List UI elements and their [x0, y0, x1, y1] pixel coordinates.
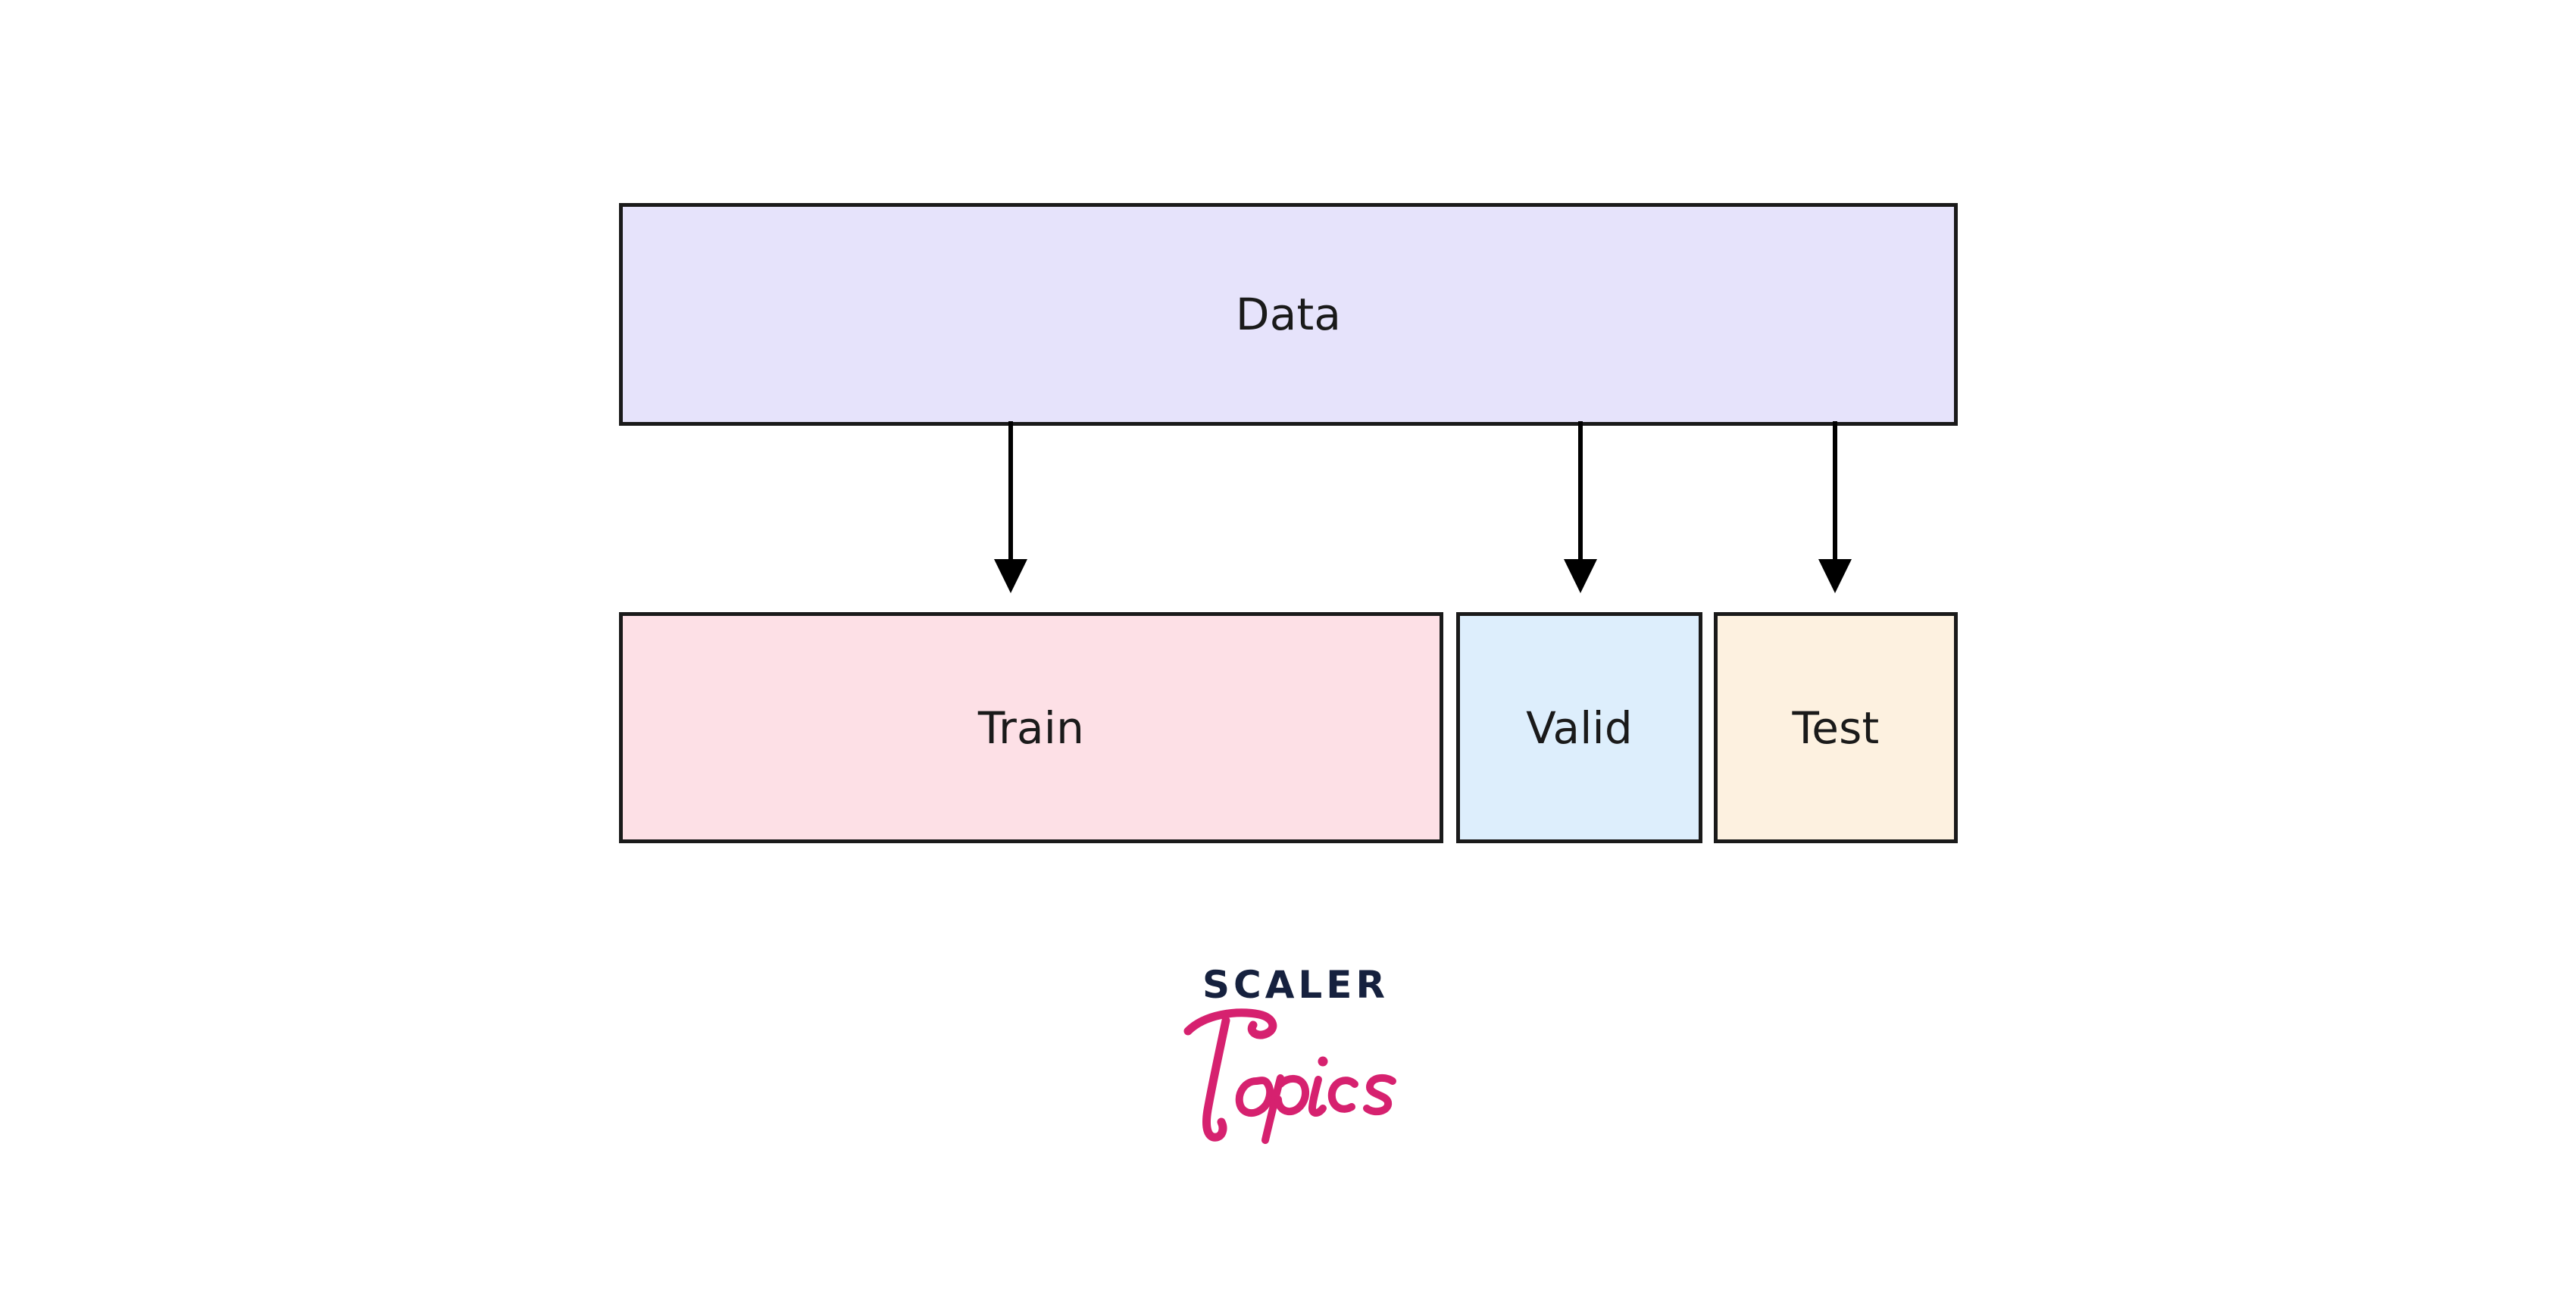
node-data: Data — [619, 203, 1958, 426]
logo-script-topics — [1174, 1002, 1417, 1146]
logo-wordmark-scaler: SCALER — [1202, 963, 1389, 1007]
node-valid-label: Valid — [1526, 702, 1633, 754]
logo-script-topics-svg — [1183, 1008, 1396, 1144]
node-train: Train — [619, 612, 1443, 843]
arrow-data-to-valid — [1564, 421, 1597, 593]
node-train-label: Train — [977, 702, 1085, 754]
node-test: Test — [1714, 612, 1958, 843]
node-valid: Valid — [1456, 612, 1702, 843]
scaler-topics-logo: SCALER — [1182, 966, 1409, 1170]
node-data-label: Data — [1235, 289, 1342, 340]
node-test-label: Test — [1792, 702, 1880, 754]
arrow-data-to-test — [1818, 421, 1852, 593]
arrow-data-to-train — [994, 421, 1027, 593]
